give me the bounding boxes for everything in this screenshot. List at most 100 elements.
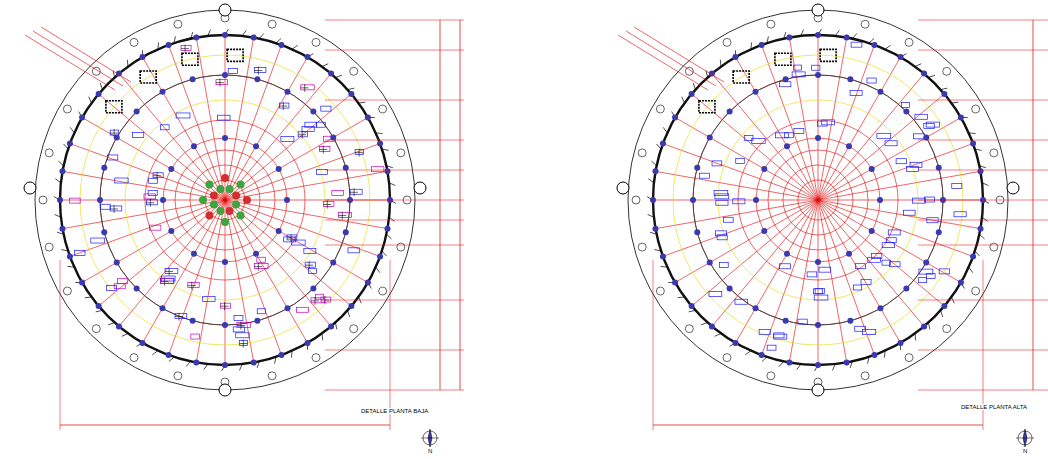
radial-grid-line [818,71,926,200]
furniture [794,129,804,134]
grid-ring [693,75,943,325]
axis-bubble [92,325,100,333]
column [254,76,260,82]
radial-grid-line [818,200,819,368]
facade-fin [745,351,751,355]
light-fixture [323,201,331,209]
furniture [311,298,325,303]
axis-bubble [638,149,646,157]
facade-fin [348,310,350,317]
axis-bubble [990,149,998,157]
dimension-extension [918,245,1048,246]
column [278,352,284,358]
facade-fin [715,333,721,336]
radial-grid-line [710,200,818,329]
facade-fin [58,161,63,166]
facade-fin [654,250,661,251]
column [923,135,929,141]
column [869,166,875,172]
furniture [712,161,722,166]
column [921,71,927,77]
facade-fin [915,64,921,67]
inner-wall [100,75,350,325]
facade-fin [885,45,891,49]
radial-grid-line [818,92,947,200]
column [761,166,767,172]
facade-fin [96,310,103,311]
dimension-extension [60,260,61,430]
column [134,285,140,291]
column [79,115,85,121]
radial-grid-line [225,92,354,200]
radial-grid-line [761,42,818,200]
grid-ring [718,100,918,300]
radial-grid-line [225,143,383,200]
furniture [69,198,80,203]
radial-grid-line [225,200,333,329]
column [936,165,942,171]
furniture [798,319,807,324]
facade-fin [239,364,242,370]
radial-grid-line [818,200,976,257]
column [786,359,792,365]
furniture [925,197,935,202]
service-room [775,53,791,65]
furniture [850,91,862,96]
column [784,143,790,149]
facade-fin [982,183,988,186]
facade-fin [884,351,886,358]
section-marker [812,4,824,16]
column [330,135,336,141]
dimension-extension [390,260,391,430]
axis-bubble [268,20,276,28]
radial-grid-line [673,116,818,200]
light-fixture [350,188,358,196]
column [343,165,349,171]
column [140,340,146,346]
furniture [144,194,156,199]
furniture [234,316,243,321]
facade-fin [386,166,393,168]
furniture [735,299,748,304]
facade-fin [108,323,115,325]
radial-grid-line [818,200,947,308]
furniture [237,323,251,328]
column [222,72,228,78]
radial-grid-line [117,200,225,329]
column [253,251,259,257]
planter [216,185,224,193]
radial-grid-line [710,71,818,200]
column [660,141,666,147]
radial-grid-line [96,200,225,308]
column [707,260,713,266]
facade-fin [335,75,342,77]
light-fixture [305,261,313,269]
radial-grid-line [818,55,902,200]
grid-ring [175,150,275,250]
dimension-line [33,31,123,86]
facade-fin [678,296,685,298]
column [727,285,733,291]
radial-grid-line [689,200,818,308]
furniture [939,269,950,274]
facade-fin [57,232,64,234]
column [365,280,371,286]
facade-fin [70,127,74,133]
radial-grid-line [818,32,819,200]
furniture [736,158,745,163]
column [96,303,102,309]
column [903,109,909,115]
furniture [724,217,734,222]
facade-fin [979,166,986,168]
facade-fin [701,323,708,325]
facade-fin [689,310,696,311]
furniture [221,303,231,308]
axis-bubble [638,243,646,251]
facade-fin [650,232,657,234]
column [166,42,172,48]
dimension-extension [325,20,464,21]
column [67,141,73,147]
facade-fin [242,30,246,36]
planter [199,196,207,204]
section-marker [812,384,824,396]
